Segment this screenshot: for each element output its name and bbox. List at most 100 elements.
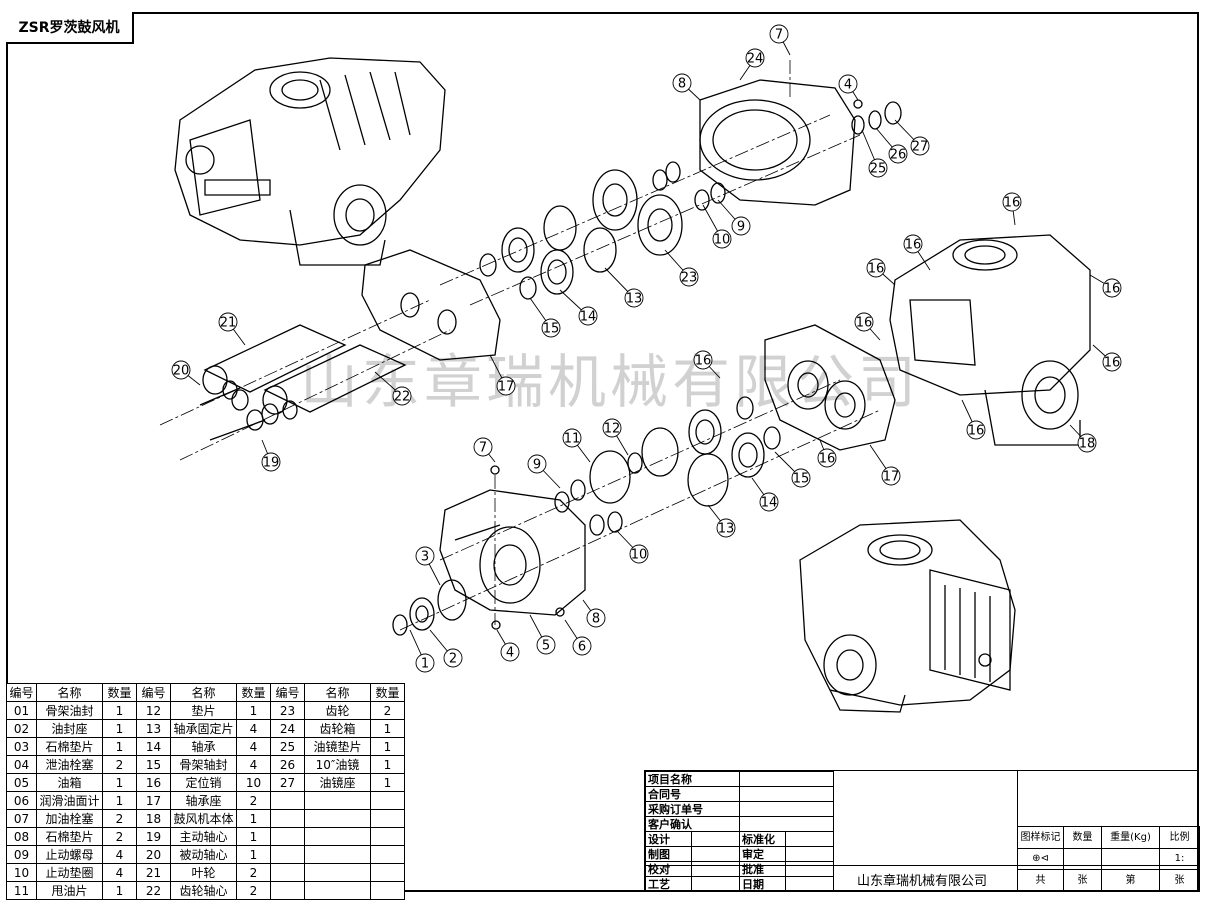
- bom-cell-qty: [370, 845, 405, 864]
- sign-value: [691, 831, 740, 847]
- callout-circle: [629, 544, 649, 564]
- bom-cell-no: 06: [6, 791, 37, 810]
- bom-cell-name: 润滑油面计: [36, 791, 103, 810]
- bom-cell-qty: 1: [370, 755, 405, 774]
- bom-cell-no: [270, 827, 305, 846]
- bearings-upper: [479, 205, 617, 300]
- bom-cell-qty: 1: [370, 719, 405, 738]
- contract-no-value[interactable]: [739, 786, 834, 802]
- callout-number: 13: [626, 292, 643, 307]
- bearing-seat-17-lower: [764, 324, 896, 451]
- bom-header-qty: 数量: [370, 683, 405, 702]
- bom-cell-qty: [370, 791, 405, 810]
- po-no-value[interactable]: [739, 801, 834, 817]
- bom-cell-no: 02: [6, 719, 37, 738]
- callout-circle: [415, 653, 435, 673]
- bom-cell-qty: 2: [102, 809, 137, 828]
- bom-cell-qty: 2: [236, 791, 271, 810]
- bom-cell-name: 止动垫圈: [36, 863, 103, 882]
- bom-cell-no: 19: [136, 827, 171, 846]
- bom-cell-no: 09: [6, 845, 37, 864]
- bom-cell-no: 21: [136, 863, 171, 882]
- callout-number: 16: [856, 316, 873, 331]
- bom-cell-no: 05: [6, 773, 37, 792]
- assembled-blower-top-left: [174, 57, 446, 266]
- qty-header: 数量: [1063, 826, 1102, 849]
- callout-number: 16: [968, 424, 985, 439]
- callout-circle: [1102, 352, 1122, 372]
- callout-number: 14: [580, 310, 597, 325]
- callout-number: 19: [263, 456, 280, 471]
- bom-cell-no: 07: [6, 809, 37, 828]
- callout-circle: [693, 350, 713, 370]
- callout-number: 16: [905, 238, 922, 253]
- callout-number: 2: [449, 652, 457, 667]
- bom-header-qty: 数量: [236, 683, 271, 702]
- callout-circle: [1002, 192, 1022, 212]
- callout-number: 18: [1079, 437, 1096, 452]
- bom-cell-no: 17: [136, 791, 171, 810]
- callout-number: 16: [695, 354, 712, 369]
- callout-number: 5: [542, 639, 550, 654]
- callout-number: 27: [912, 140, 929, 155]
- callout-circle: [712, 229, 732, 249]
- bom-cell-qty: 2: [102, 827, 137, 846]
- callout-number: 15: [543, 322, 560, 337]
- callout-circle: [769, 24, 789, 44]
- bom-cell-qty: 1: [102, 791, 137, 810]
- bom-cell-name: 油封座: [36, 719, 103, 738]
- callout-number: 16: [1004, 196, 1021, 211]
- bom-cell-qty: 10: [236, 773, 271, 792]
- callout-number: 16: [819, 452, 836, 467]
- drawing-title: ZSR罗茨鼓风机: [6, 12, 134, 44]
- bom-cell-no: [270, 809, 305, 828]
- bom-cell-no: 10: [6, 863, 37, 882]
- bom-cell-name: 轴承: [170, 737, 237, 756]
- bom-cell-name: [304, 827, 371, 846]
- bom-cell-name: 齿轮: [304, 701, 371, 720]
- callout-number: 20: [173, 364, 190, 379]
- callout-number: 11: [564, 432, 581, 447]
- leader-lines: [180, 33, 1113, 664]
- bom-cell-no: 01: [6, 701, 37, 720]
- bom-cell-no: [270, 863, 305, 882]
- callout-number: 10: [631, 548, 648, 563]
- project-name-value[interactable]: [739, 771, 834, 787]
- bom-cell-qty: [370, 863, 405, 882]
- bom-cell-qty: 4: [102, 863, 137, 882]
- callout-number: 21: [220, 316, 237, 331]
- bom-header-name: 名称: [304, 683, 371, 702]
- callout-circle: [716, 518, 736, 538]
- bom-cell-qty: 1: [236, 827, 271, 846]
- callout-number: 16: [1104, 282, 1121, 297]
- bom-cell-name: [304, 845, 371, 864]
- bom-cell-no: 16: [136, 773, 171, 792]
- callout-number: 17: [883, 470, 900, 485]
- bom-cell-name: 轴承座: [170, 791, 237, 810]
- bom-cell-no: [270, 881, 305, 900]
- bom-cell-name: 叶轮: [170, 863, 237, 882]
- callout-circle: [171, 360, 191, 380]
- callout-number: 3: [421, 550, 429, 565]
- bom-cell-name: [304, 809, 371, 828]
- callout-circle: [838, 74, 858, 94]
- oil-tank-5: [439, 465, 586, 630]
- blower-body-18: [889, 234, 1091, 446]
- callout-circle: [868, 158, 888, 178]
- callout-number: 8: [592, 612, 600, 627]
- callout-circle: [578, 306, 598, 326]
- customer-confirm-value[interactable]: [739, 816, 834, 832]
- po-no-label: 采购订单号: [645, 801, 740, 817]
- bom-cell-no: 27: [270, 773, 305, 792]
- bom-header-row: 编号 名称 数量 编号 名称 数量 编号 名称 数量: [6, 683, 405, 702]
- bom-cell-name: 垫片: [170, 701, 237, 720]
- bom-cell-name: [304, 863, 371, 882]
- bom-cell-no: 18: [136, 809, 171, 828]
- bom-cell-qty: 2: [370, 701, 405, 720]
- callout-circle: [261, 452, 281, 472]
